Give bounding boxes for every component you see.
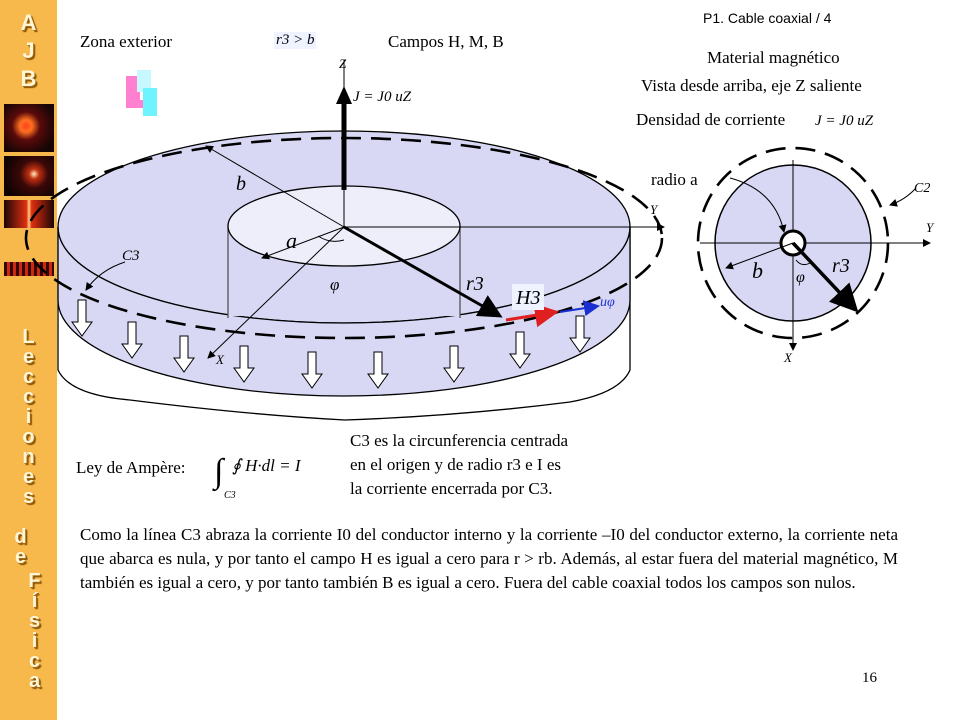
top-label-phi: φ [796,269,805,286]
axis-y-label: Y [650,202,659,217]
label-H3: H3 [515,287,540,309]
label-u-phi: uφ [600,295,615,310]
label-campos: Campos H, M, B [388,32,504,51]
top-axis-y-label: Y [926,220,935,235]
label-C3: C3 [122,248,140,264]
sidebar-photo-4 [4,262,54,276]
formula-J-axis: J = J0 uZ [353,89,412,105]
top-label-r3: r3 [832,255,850,277]
axis-x-label: X [215,352,225,367]
sidebar-letter: c [22,386,35,408]
label-ley-ampere: Ley de Ampère: [76,458,186,477]
c3-line-2: en el origen y de radio r3 e I es [350,455,561,474]
sidebar-letter: e [22,346,35,368]
sidebar-letter: í [31,590,38,612]
c3-description: C3 es la circunferencia centrada en el o… [350,429,630,501]
sidebar-photo-3 [4,200,54,228]
formula-J-densidad: J = J0 uZ [815,113,874,129]
sidebar-letter: s [28,610,41,632]
top-label-C2: C2 [914,181,930,196]
sidebar-letter: s [22,486,35,508]
label-b: b [236,173,246,195]
page-number: 16 [862,670,877,686]
formula-contour-C3: C3 [224,490,236,501]
label-a: a [286,228,297,253]
deco-shape-lightcyan [137,70,151,92]
explanation-paragraph: Como la línea C3 abraza la corriente I0 … [80,525,898,592]
sidebar-letter: L [22,326,35,348]
formula-r3-gt-b: r3 > b [274,32,317,49]
formula-ampere: ∮ H·dl = I [232,456,301,475]
top-view-diagram: Y X b φ r3 C2 [696,146,935,365]
label-zona-exterior: Zona exterior [80,32,173,51]
sidebar-letter: e [14,546,27,568]
sidebar-letter: F [28,570,41,592]
sidebar-photo-1 [4,104,54,152]
sidebar-letter: n [22,446,35,468]
sidebar-letter: i [31,630,38,652]
logo-letter: J [22,38,35,63]
sidebar-letter: a [28,670,41,692]
sidebar-letter: e [22,466,35,488]
sidebar-letter: d [14,526,27,548]
label-phi: φ [330,275,339,294]
sidebar-letter: o [22,426,35,448]
c3-line-3: la corriente encerrada por C3. [350,479,553,498]
label-material: Material magnético [707,48,840,67]
slide-reference: P1. Cable coaxial / 4 [703,10,832,26]
axis-z-label: Z [339,56,347,71]
top-axis-x-label: X [783,350,793,365]
sidebar-photo-2 [4,156,54,196]
logo-letter: B [20,66,37,91]
sidebar-letter: c [28,650,41,672]
integral-sign: ∫ [212,453,226,492]
sidebar-letter: c [22,366,35,388]
deco-shape-cyan [143,88,157,116]
label-r3: r3 [466,273,484,295]
logo-letter: A [20,10,37,35]
label-vista: Vista desde arriba, eje Z saliente [641,76,862,95]
label-densidad: Densidad de corriente [636,110,786,129]
sidebar: A J B L e c c i o n e s d e F í s i c a [0,0,57,720]
c3-line-1: C3 es la circunferencia centrada [350,431,569,450]
label-radio: radio a [651,170,698,189]
deco-shape-pink-foot [126,100,152,108]
sidebar-letter: i [25,406,32,428]
top-label-b: b [752,258,763,283]
